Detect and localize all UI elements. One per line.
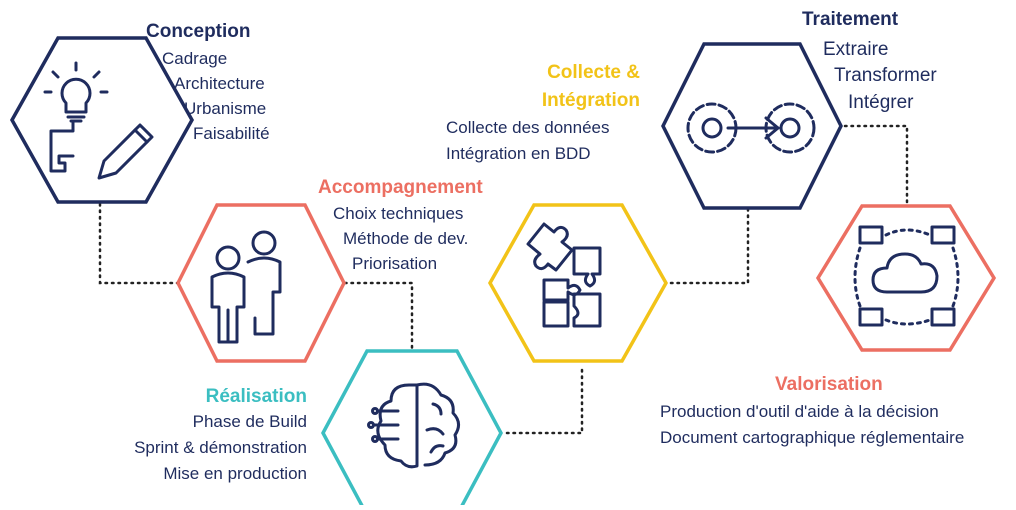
- connector-accompagnement-realisation: [343, 281, 414, 355]
- traitement-item: Intégrer: [848, 92, 914, 113]
- conception-item: Urbanisme: [184, 99, 267, 118]
- hexagon-conception: [9, 36, 195, 204]
- conception-title: Conception: [146, 21, 251, 42]
- valorisation-item: Production d'outil d'aide à la décision: [660, 402, 939, 421]
- traitement-title: Traitement: [802, 9, 899, 30]
- connectors: [98, 124, 909, 435]
- lightbulb-pencil-icon: [43, 61, 154, 180]
- connector-realisation-collecte: [505, 367, 584, 435]
- valorisation-item: Document cartographique réglementaire: [660, 428, 965, 447]
- connector-traitement-valorisation: [843, 124, 909, 205]
- hexagon-accompagnement: [176, 203, 346, 363]
- realisation-title: Réalisation: [205, 386, 307, 407]
- connector-collecte-traitement: [669, 203, 750, 285]
- collecte-title-line1: Collecte &: [547, 62, 640, 83]
- realisation-item: Phase de Build: [192, 412, 307, 431]
- connector-conception-accompagnement: [98, 202, 180, 285]
- people-icon: [210, 230, 282, 344]
- accompagnement-title: Accompagnement: [318, 177, 483, 198]
- realisation-item: Sprint & démonstration: [134, 438, 307, 457]
- conception-item: Cadrage: [162, 49, 228, 68]
- hexagon-traitement: [661, 42, 843, 210]
- conception-item: Faisabilité: [193, 124, 270, 143]
- collecte-item: Collecte des données: [446, 118, 610, 137]
- gears-arrow-icon: [686, 102, 816, 154]
- realisation-item: Mise en production: [163, 464, 307, 483]
- traitement-item: Extraire: [823, 39, 889, 60]
- hexagon-valorisation: [815, 204, 997, 352]
- accompagnement-item: Priorisation: [352, 254, 438, 273]
- hexagon-realisation: [321, 349, 503, 510]
- hexagon-collecte: [487, 203, 669, 363]
- puzzle-icon: [526, 222, 602, 328]
- accompagnement-item: Méthode de dev.: [343, 229, 469, 248]
- cloud-network-icon: [853, 225, 960, 327]
- accompagnement-item: Choix techniques: [333, 204, 464, 223]
- traitement-item: Transformer: [834, 65, 937, 86]
- valorisation-title: Valorisation: [775, 374, 883, 395]
- collecte-item: Intégration en BDD: [446, 144, 591, 163]
- conception-item: Architecture: [174, 74, 265, 93]
- collecte-title-line2: Intégration: [541, 90, 640, 111]
- brain-circuit-icon: [367, 382, 460, 469]
